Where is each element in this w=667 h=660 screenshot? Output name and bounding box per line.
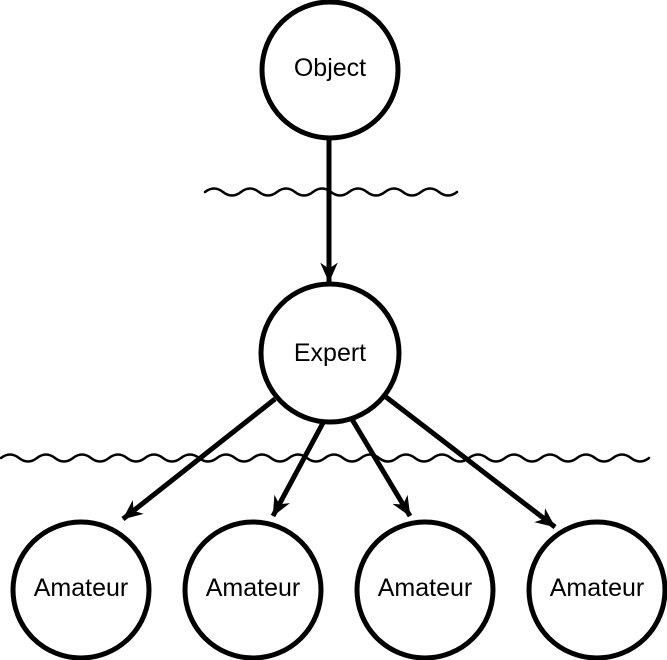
amateur-2-node-circle: [182, 519, 324, 660]
edge-expert-to-amateur-2: [270, 419, 327, 518]
amateur-3-node-circle: [354, 519, 496, 660]
amateur-4-node-circle: [526, 519, 667, 660]
edge-expert-to-amateur-1: [121, 397, 277, 521]
amateur-2-node-label: Amateur: [206, 574, 300, 602]
node-amateur-3: Amateur: [354, 519, 496, 660]
expert-node-label: Expert: [294, 339, 366, 367]
edge-expert-to-amateur-3: [347, 414, 413, 518]
amateur-4-node-label: Amateur: [550, 574, 644, 602]
node-amateur-4: Amateur: [526, 519, 667, 660]
node-object: Object: [259, 0, 401, 141]
expert-node-circle: [258, 281, 402, 425]
node-expert: Expert: [258, 281, 402, 425]
amateur-1-node-circle: [10, 519, 152, 660]
object-node-circle: [259, 0, 401, 141]
amateur-3-node-label: Amateur: [378, 574, 472, 602]
node-amateur-2: Amateur: [182, 519, 324, 660]
edge-expert-to-amateur-4: [384, 395, 557, 529]
lower-boundary-wave-line: [0, 453, 651, 463]
node-amateur-1: Amateur: [10, 519, 152, 660]
object-node-label: Object: [294, 54, 366, 82]
amateur-1-node-label: Amateur: [34, 574, 128, 602]
